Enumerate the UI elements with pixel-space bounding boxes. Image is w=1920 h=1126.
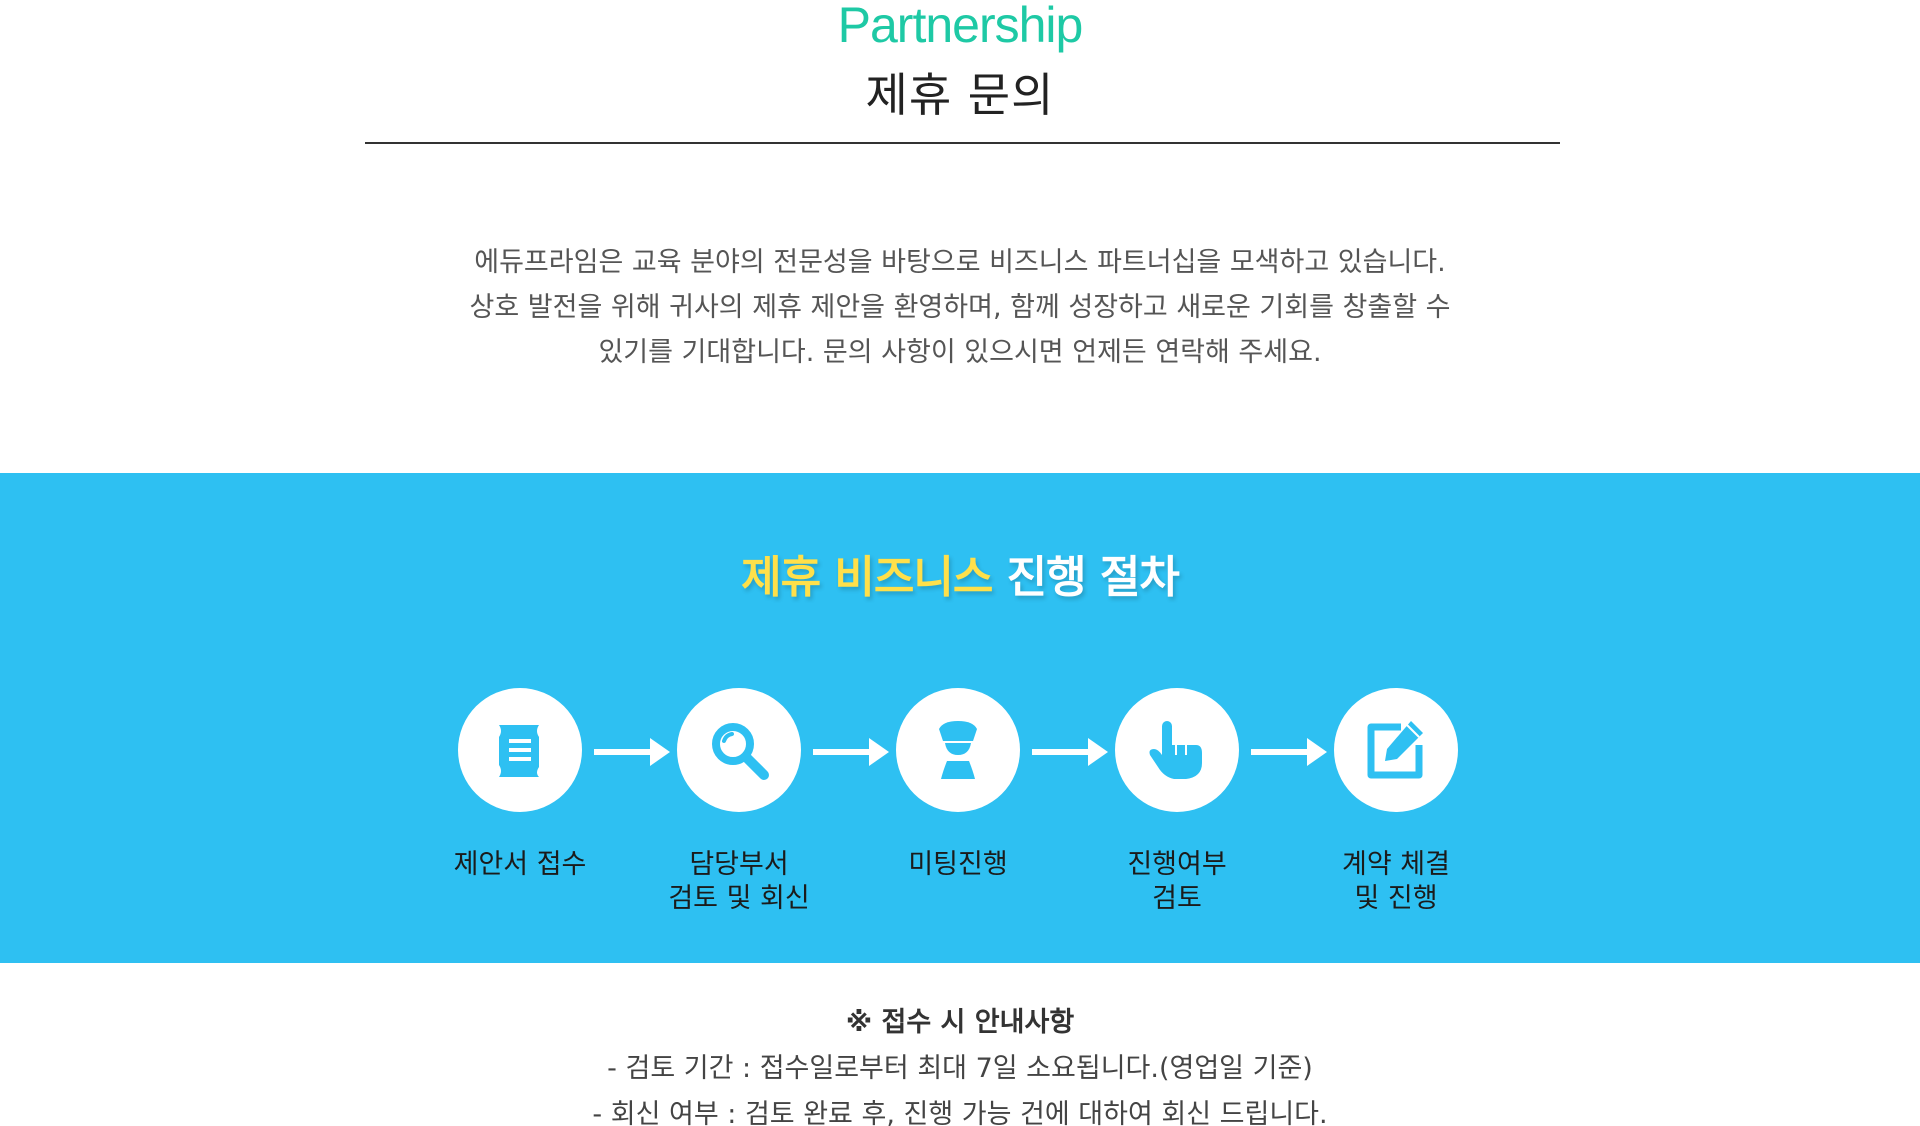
step-circle (458, 688, 582, 812)
person-icon (939, 721, 977, 779)
notice-line: - 검토 기간 : 접수일로부터 최대 7일 소요됩니다.(영업일 기준) (607, 1053, 1313, 1084)
step-label: 진행여부 검토 (1077, 848, 1277, 916)
process-step-5: 계약 체결 및 진행 (1296, 688, 1496, 916)
step-label-line: 미팅진행 (908, 849, 1008, 880)
step-circle (1334, 688, 1458, 812)
process-step-2: 담당부서 검토 및 회신 (639, 688, 839, 916)
step-label-line: 담당부서 (689, 849, 789, 880)
step-circle (896, 688, 1020, 812)
notice-line: - 회신 여부 : 검토 완료 후, 진행 가능 건에 대하여 회신 드립니다. (592, 1099, 1328, 1126)
pointing-hand-icon (1149, 721, 1202, 779)
arrow-right-icon (1032, 738, 1108, 766)
step-circle (1115, 688, 1239, 812)
process-title-rest: 진행 절차 (1006, 552, 1180, 603)
step-label: 미팅진행 (858, 848, 1058, 882)
step-label: 계약 체결 및 진행 (1296, 848, 1496, 916)
intro-line: 에듀프라임은 교육 분야의 전문성을 바탕으로 비즈니스 파트너십을 모색하고 … (474, 247, 1446, 278)
step-label-line: 검토 및 회신 (668, 883, 810, 914)
arrow-right-icon (594, 738, 670, 766)
section-eyebrow: Partnership (837, 0, 1084, 53)
process-step-1: 제안서 접수 (420, 688, 620, 882)
intro-text: 에듀프라임은 교육 분야의 전문성을 바탕으로 비즈니스 파트너십을 모색하고 … (360, 240, 1560, 375)
step-label: 담당부서 검토 및 회신 (639, 848, 839, 916)
step-label-line: 계약 체결 (1342, 849, 1450, 880)
magnifier-icon (712, 723, 769, 780)
intro-line: 상호 발전을 위해 귀사의 제휴 제안을 환영하며, 함께 성장하고 새로운 기… (469, 292, 1451, 323)
step-label-line: 제안서 접수 (453, 849, 587, 880)
arrow-right-icon (1251, 738, 1327, 766)
process-step-4: 진행여부 검토 (1077, 688, 1277, 916)
intro-line: 있기를 기대합니다. 문의 사항이 있으시면 언제든 연락해 주세요. (598, 337, 1322, 368)
title-divider (365, 142, 1560, 144)
arrow-right-icon (813, 738, 889, 766)
notice-title: ※ 접수 시 안내사항 (845, 1007, 1075, 1038)
process-title-highlight: 제휴 비즈니스 (741, 552, 993, 603)
process-title: 제휴 비즈니스 진행 절차 (0, 552, 1920, 604)
notice-section: ※ 접수 시 안내사항 - 검토 기간 : 접수일로부터 최대 7일 소요됩니다… (0, 1000, 1920, 1126)
process-step-3: 미팅진행 (858, 688, 1058, 882)
scroll-icon (499, 725, 539, 777)
edit-document-icon (1367, 721, 1423, 779)
step-label-line: 및 진행 (1354, 883, 1438, 914)
step-label: 제안서 접수 (420, 848, 620, 882)
step-label-line: 진행여부 (1127, 849, 1227, 880)
step-label-line: 검토 (1152, 883, 1202, 914)
step-circle (677, 688, 801, 812)
page-title: 제휴 문의 (865, 68, 1055, 122)
